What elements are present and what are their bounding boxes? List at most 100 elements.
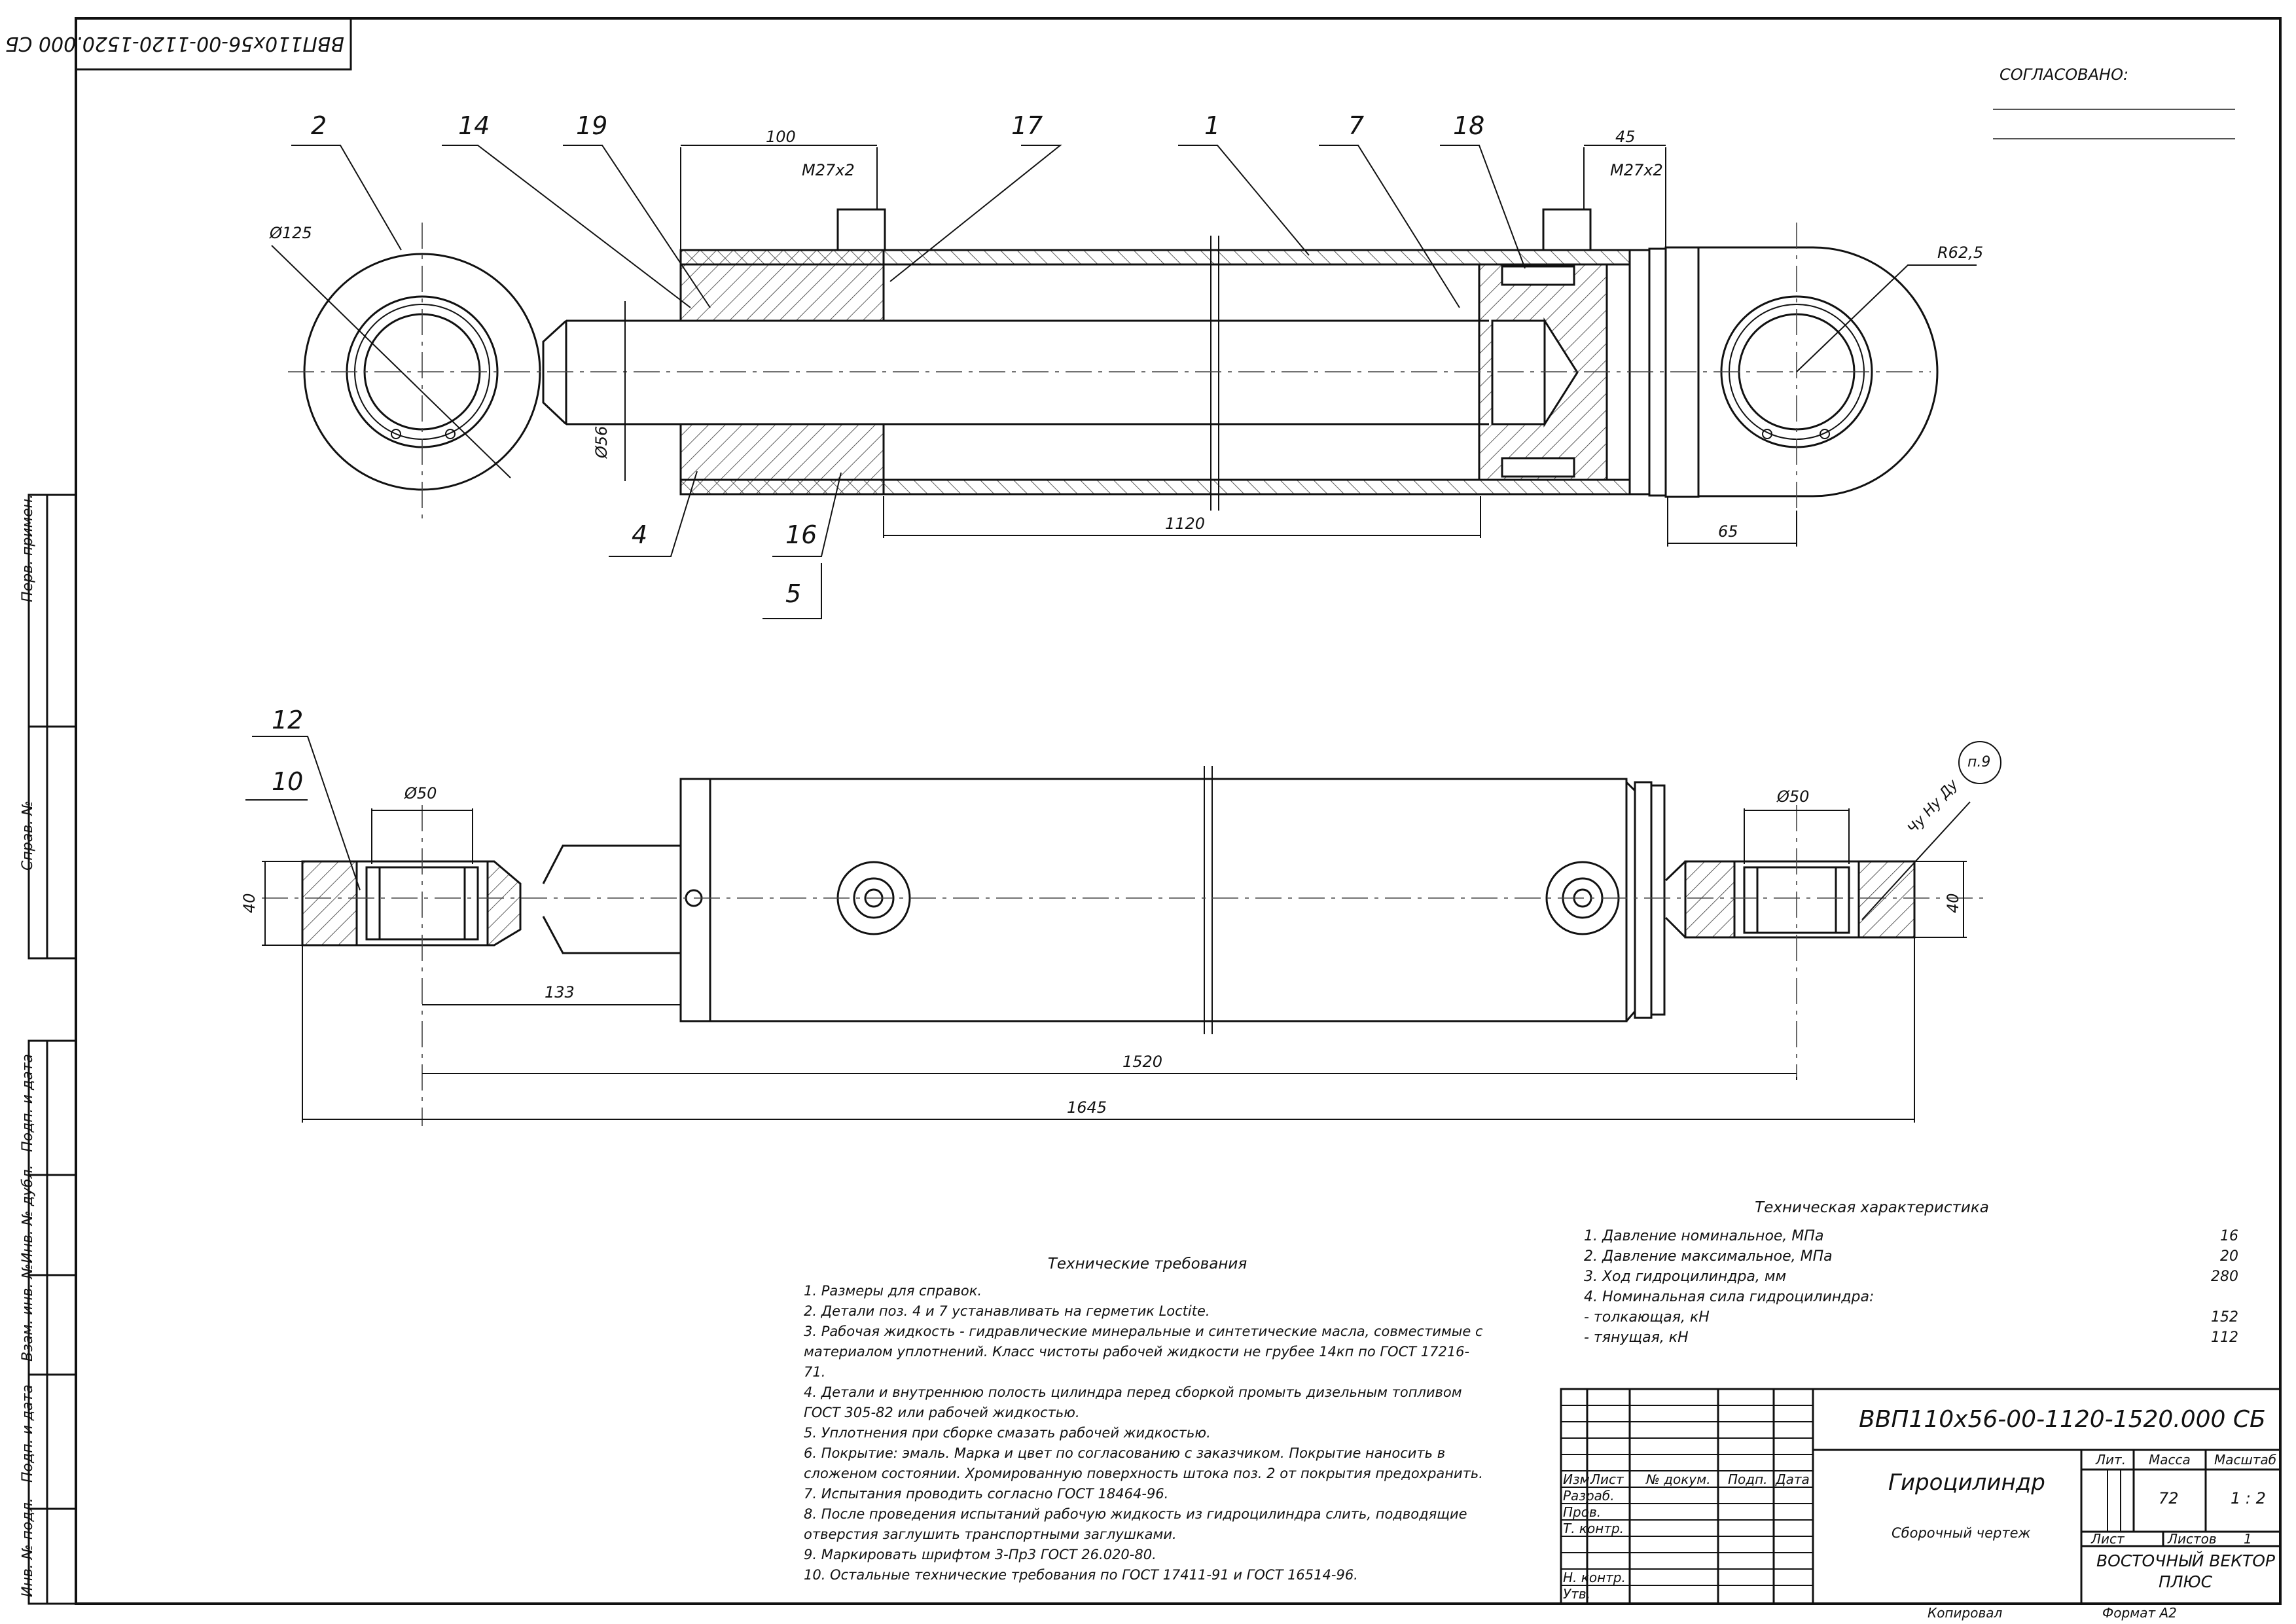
dim-1645: 1645	[1067, 1098, 1107, 1117]
scale-value: 1 : 2	[2231, 1489, 2266, 1507]
col-data: Дата	[1776, 1471, 1810, 1487]
callout-5: 5	[785, 579, 802, 608]
callout-4: 4	[632, 520, 648, 549]
approval-lines	[1993, 109, 2235, 139]
row-utv: Утв.	[1563, 1586, 1590, 1602]
mass-value: 72	[2159, 1489, 2179, 1507]
characteristic-row: 4. Номинальная сила гидроцилиндра:	[1584, 1287, 2238, 1307]
technical-requirements: Технические требования 1. Размеры для сп…	[804, 1254, 1491, 1585]
col-izm: Изм.	[1563, 1471, 1594, 1487]
title-block-grid	[1560, 1388, 2282, 1605]
callout-7: 7	[1348, 111, 1365, 140]
char-value: 112	[2211, 1329, 2238, 1346]
strip-inv-dubl: Инв. № дубл.	[20, 1164, 36, 1263]
label-sheet: Лист	[2091, 1531, 2125, 1547]
callout-12: 12	[272, 706, 304, 734]
dim-133: 133	[545, 983, 575, 1001]
col-podp: Подп.	[1728, 1471, 1768, 1487]
char-label: 2. Давление максимальное, МПа	[1584, 1248, 1833, 1265]
requirement-line: 7. Испытания проводить согласно ГОСТ 184…	[804, 1486, 1169, 1502]
left-strip	[27, 494, 77, 1605]
requirements-title: Технические требования	[1047, 1255, 1247, 1272]
requirement-line: 4. Детали и внутреннюю полость цилиндра …	[804, 1384, 1462, 1400]
callout-17: 17	[1011, 111, 1043, 140]
label-lit: Лит.	[2096, 1452, 2126, 1468]
char-label: - тянущая, кН	[1584, 1329, 1689, 1346]
callout-10: 10	[272, 767, 304, 796]
dim-m27-right: M27x2	[1610, 161, 1663, 179]
bottom-outer-view	[262, 766, 1983, 1126]
dim-d56: Ø56	[592, 425, 611, 458]
dim-100: 100	[766, 128, 796, 146]
char-label: 4. Номинальная сила гидроцилиндра:	[1584, 1289, 1874, 1305]
callout-19: 19	[576, 111, 608, 140]
strip-podp-data-2: Подп. и дата	[20, 1384, 36, 1483]
col-list: Лист	[1590, 1471, 1624, 1487]
dim-d50-right: Ø50	[1777, 787, 1810, 806]
strip-vzam-inv: Взам. инв. №	[20, 1263, 36, 1362]
product-name: Гироцилиндр	[1888, 1470, 2045, 1496]
requirement-line: 5. Уплотнения при сборке смазать рабочей…	[804, 1425, 1211, 1441]
dim-d50-left: Ø50	[404, 784, 437, 803]
approval-label: СОГЛАСОВАНО:	[2000, 65, 2129, 84]
requirement-line: сложеном состоянии. Хромированную поверх…	[804, 1466, 1483, 1481]
technical-characteristics: Техническая характеристика 1. Давление н…	[1584, 1198, 2238, 1348]
characteristic-row: 1. Давление номинальное, МПа 16	[1584, 1226, 2238, 1246]
requirement-line: 9. Маркировать шрифтом 3-Пр3 ГОСТ 26.020…	[804, 1547, 1157, 1562]
requirement-line: материалом уплотнений. Класс чистоты раб…	[804, 1344, 1470, 1380]
format-label: Формат A2	[2102, 1605, 2177, 1621]
note-p9: п.9	[1967, 754, 1991, 770]
dim-45: 45	[1615, 128, 1636, 146]
char-value: 16	[2220, 1228, 2238, 1244]
row-tkontr: Т. контр.	[1563, 1521, 1624, 1536]
document-type: Сборочный чертеж	[1892, 1525, 2031, 1541]
char-label: 1. Давление номинальное, МПа	[1584, 1228, 1824, 1244]
label-sheets: Листов	[2168, 1531, 2217, 1547]
row-prov: Пров.	[1563, 1504, 1602, 1520]
requirement-line: 10. Остальные технические требования по …	[804, 1567, 1358, 1583]
callout-18: 18	[1453, 111, 1485, 140]
char-label: 3. Ход гидроцилиндра, мм	[1584, 1269, 1787, 1285]
characteristics-title: Техническая характеристика	[1755, 1199, 1989, 1216]
bottom-view-annotations	[245, 736, 2001, 1123]
callout-1: 1	[1204, 111, 1221, 140]
dim-m27-left: M27x2	[802, 161, 855, 179]
requirement-line: 2. Детали поз. 4 и 7 устанавливать на ге…	[804, 1303, 1210, 1319]
dim-1520: 1520	[1122, 1053, 1163, 1071]
characteristic-row: 2. Давление максимальное, МПа 20	[1584, 1246, 2238, 1267]
char-label: - толкающая, кН	[1584, 1309, 1710, 1326]
strip-sprav-no: Справ. №	[20, 800, 36, 871]
col-docum: № докум.	[1646, 1471, 1711, 1487]
char-value: 20	[2220, 1248, 2238, 1265]
label-masshtab: Масштаб	[2214, 1452, 2277, 1468]
dim-1120: 1120	[1165, 514, 1206, 533]
requirement-line: ГОСТ 305-82 или рабочей жидкостью.	[804, 1405, 1080, 1420]
characteristic-row: - тянущая, кН 112	[1584, 1327, 2238, 1348]
callout-16: 16	[785, 520, 817, 549]
requirement-line: отверстия заглушить транспортными заглуш…	[804, 1526, 1177, 1542]
requirement-line: 8. После проведения испытаний рабочую жи…	[804, 1506, 1467, 1522]
top-section-view	[288, 208, 1939, 524]
copied-label: Копировал	[1928, 1605, 2003, 1621]
requirement-line: 1. Размеры для справок.	[804, 1283, 982, 1299]
designation: ВВП110x56-00-1120-1520.000 СБ	[1859, 1406, 2266, 1433]
top-view-annotations	[271, 145, 1977, 619]
row-nkontr: Н. контр.	[1563, 1570, 1626, 1585]
row-razrab: Разраб.	[1563, 1488, 1615, 1504]
dim-d125: Ø125	[270, 224, 312, 242]
strip-perv-primen: Перв. примен.	[20, 494, 36, 602]
strip-podp-data-1: Подп. и дата	[20, 1054, 36, 1152]
company-line2: ПЛЮС	[2159, 1572, 2213, 1591]
dim-40-left: 40	[240, 893, 259, 913]
dim-40-right: 40	[1944, 893, 1962, 913]
sheets-value: 1	[2244, 1531, 2252, 1547]
dim-65: 65	[1718, 522, 1738, 541]
requirement-line: 3. Рабочая жидкость - гидравлические мин…	[804, 1324, 1483, 1339]
company-line1: ВОСТОЧНЫЙ ВЕКТОР	[2096, 1551, 2275, 1570]
strip-inv-podl: Инв. № подл.	[20, 1498, 36, 1597]
callout-14: 14	[458, 111, 490, 140]
requirement-line: 6. Покрытие: эмаль. Марка и цвет по согл…	[804, 1445, 1446, 1461]
label-massa: Масса	[2149, 1452, 2191, 1468]
